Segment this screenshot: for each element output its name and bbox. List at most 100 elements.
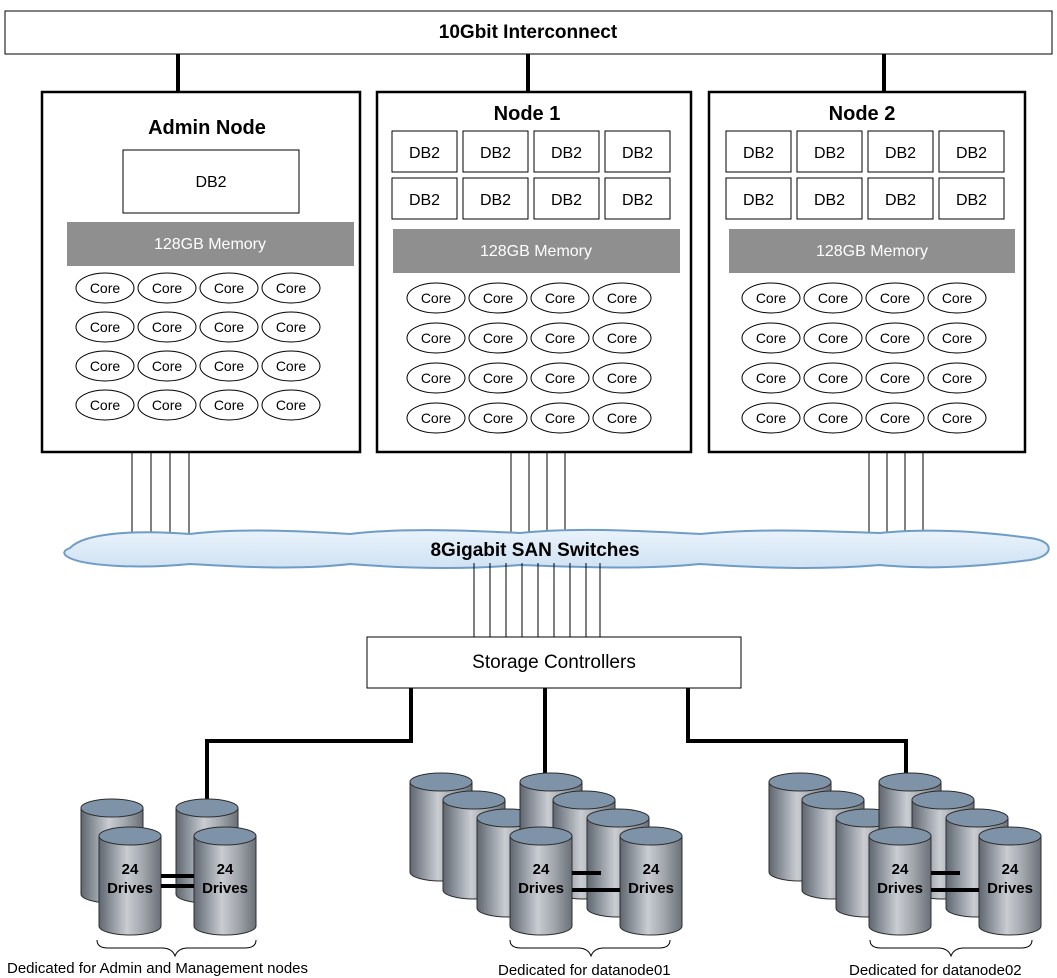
core-oval (468, 402, 528, 434)
interconnect-links (176, 54, 886, 92)
core-oval (592, 282, 652, 314)
interconnect-label: 10Gbit Interconnect (439, 22, 618, 43)
db2-box (533, 177, 600, 220)
node-2-memory-label: 128GB Memory (816, 243, 928, 260)
core-label: Core (756, 290, 787, 306)
drive-count-label: 24 (892, 861, 909, 878)
core-oval (927, 362, 987, 394)
core-oval (592, 322, 652, 354)
core-oval (530, 362, 590, 394)
core-label: Core (483, 370, 514, 386)
db2-label: DB2 (743, 192, 774, 209)
core-label: Core (607, 410, 638, 426)
core-oval (199, 350, 259, 382)
db2-label: DB2 (551, 145, 582, 162)
db2-label: DB2 (480, 192, 511, 209)
node-2-title: Node 2 (829, 103, 896, 125)
disk-cylinder-top (552, 790, 616, 810)
disk-cylinder-top (519, 772, 583, 792)
disk-cylinder (193, 835, 257, 936)
db2-box (867, 177, 934, 220)
disk-cylinder-top (878, 772, 942, 792)
db2-box (462, 177, 529, 220)
db2-label: DB2 (814, 145, 845, 162)
db2-label: DB2 (551, 192, 582, 209)
core-oval (741, 402, 801, 434)
core-oval (803, 282, 863, 314)
db2-label: DB2 (956, 145, 987, 162)
drive-unit-label: Drives (877, 880, 923, 897)
disk-cylinder-top (868, 826, 932, 846)
core-oval (865, 282, 925, 314)
core-label: Core (152, 358, 183, 374)
core-label: Core (90, 319, 121, 335)
disk-cylinder-top (442, 790, 506, 810)
core-label: Core (942, 330, 973, 346)
disk-cylinder (98, 835, 162, 936)
core-oval (468, 282, 528, 314)
core-label: Core (545, 410, 576, 426)
disk-cylinder-top (98, 826, 162, 846)
admin-memory-bar (67, 222, 354, 266)
drive-count-label: 24 (1002, 861, 1019, 878)
caption-datanode01: Dedicated for datanode01 (498, 962, 671, 978)
db2-label: DB2 (409, 145, 440, 162)
node-san-links (131, 453, 924, 535)
disk-cylinder-top (80, 798, 144, 818)
core-oval (75, 389, 135, 421)
core-label: Core (756, 370, 787, 386)
drive-count-label: 24 (217, 861, 234, 878)
db2-label: DB2 (743, 145, 774, 162)
admin-db2-label: DB2 (195, 174, 226, 191)
core-oval (199, 311, 259, 343)
db2-label: DB2 (885, 192, 916, 209)
core-label: Core (545, 290, 576, 306)
core-oval (803, 402, 863, 434)
core-label: Core (545, 330, 576, 346)
core-label: Core (483, 410, 514, 426)
core-oval (406, 282, 466, 314)
disk-cylinder-top (409, 772, 473, 792)
disk-cylinder-top (586, 808, 650, 828)
core-oval (530, 402, 590, 434)
core-label: Core (214, 280, 245, 296)
db2-label: DB2 (622, 192, 653, 209)
core-label: Core (152, 397, 183, 413)
core-label: Core (421, 330, 452, 346)
core-oval (137, 272, 197, 304)
db2-label: DB2 (409, 192, 440, 209)
core-label: Core (421, 410, 452, 426)
core-label: Core (880, 290, 911, 306)
node-1-title: Node 1 (494, 103, 561, 125)
admin-node-title: Admin Node (148, 117, 266, 139)
core-oval (865, 402, 925, 434)
drive-count-label: 24 (643, 861, 660, 878)
san-controller-links (473, 563, 601, 637)
storage-captions (96, 939, 1033, 958)
db2-box (725, 177, 792, 220)
disk-cylinder-top (768, 772, 832, 792)
core-label: Core (421, 290, 452, 306)
core-label: Core (214, 397, 245, 413)
core-label: Core (818, 290, 849, 306)
core-oval (199, 389, 259, 421)
core-label: Core (942, 290, 973, 306)
core-oval (406, 322, 466, 354)
db2-box (533, 130, 600, 173)
drive-count-label: 24 (122, 861, 139, 878)
disk-cylinder (619, 835, 683, 936)
core-label: Core (276, 280, 307, 296)
db2-box (604, 177, 671, 220)
core-label: Core (152, 280, 183, 296)
core-label: Core (942, 410, 973, 426)
db2-box (604, 130, 671, 173)
admin-memory-label: 128GB Memory (154, 236, 266, 253)
core-label: Core (880, 410, 911, 426)
core-oval (406, 362, 466, 394)
